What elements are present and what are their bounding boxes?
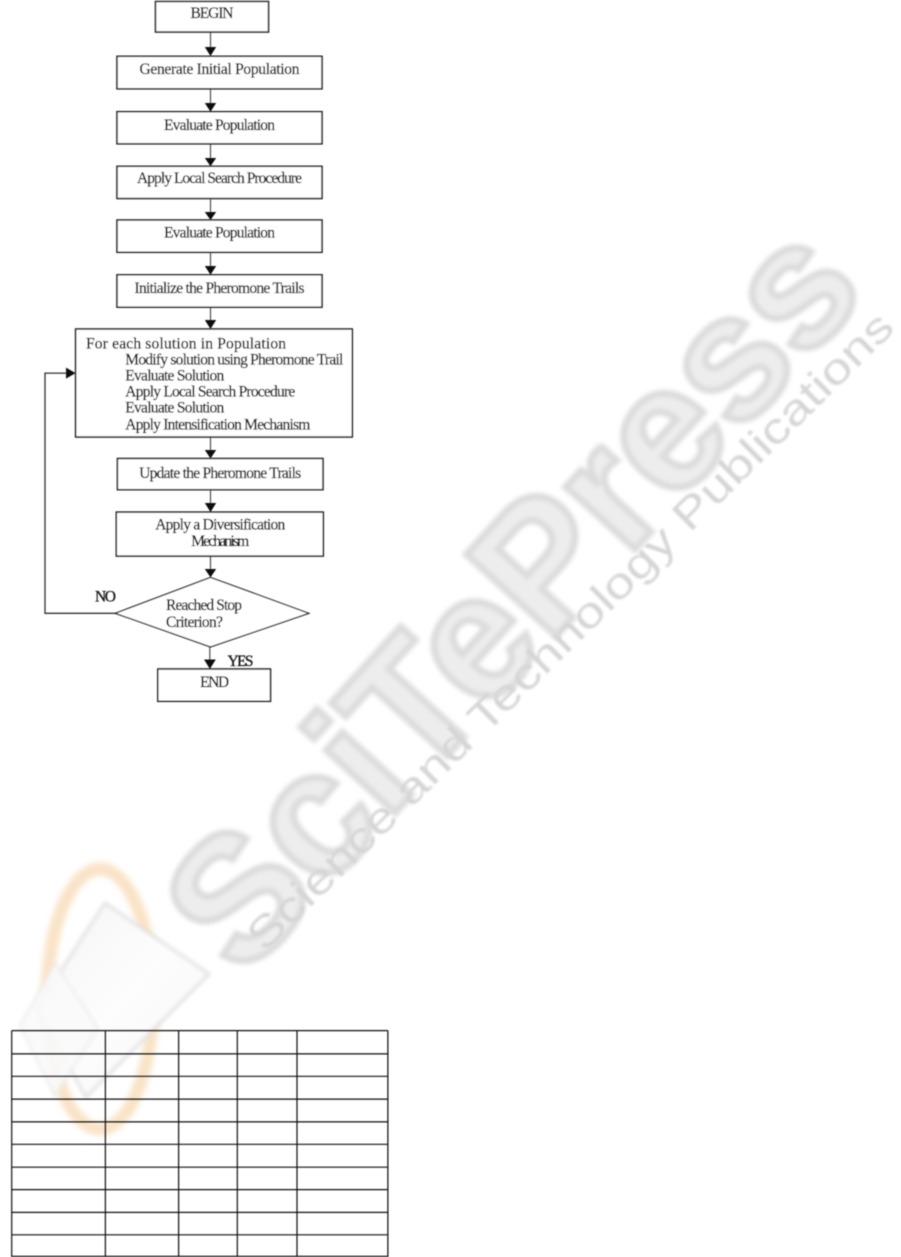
svg-text:Initialize the Pheromone Trail: Initialize the Pheromone Trails bbox=[135, 280, 305, 297]
svg-text:Evaluate Population: Evaluate Population bbox=[164, 224, 275, 241]
svg-text:NO: NO bbox=[95, 589, 116, 606]
svg-text:Mechanism: Mechanism bbox=[191, 533, 249, 550]
svg-text:Generate Initial Population: Generate Initial Population bbox=[140, 61, 300, 78]
svg-text:Apply Intensification Mechanis: Apply Intensification Mechanism bbox=[125, 416, 310, 433]
svg-text:BEGIN: BEGIN bbox=[191, 5, 234, 22]
svg-text:Reached Stop: Reached Stop bbox=[166, 597, 242, 614]
svg-text:Criterion?: Criterion? bbox=[166, 614, 223, 631]
svg-text:END: END bbox=[200, 674, 229, 691]
svg-text:Modify solution using Pheromon: Modify solution using Pheromone Trail bbox=[125, 351, 343, 368]
svg-text:Apply Local Search Procedure: Apply Local Search Procedure bbox=[125, 383, 295, 400]
svg-text:Apply a Diversification: Apply a Diversification bbox=[155, 517, 285, 534]
svg-text:Evaluate Solution: Evaluate Solution bbox=[125, 400, 224, 417]
svg-text:For each solution in Populatio: For each solution in Population bbox=[86, 336, 286, 353]
svg-text:Evaluate Solution: Evaluate Solution bbox=[125, 367, 224, 384]
svg-text:YES: YES bbox=[228, 653, 254, 670]
svg-text:Evaluate Population: Evaluate Population bbox=[164, 117, 275, 134]
svg-text:Apply Local Search Procedure: Apply Local Search Procedure bbox=[137, 170, 302, 187]
svg-text:Update the Pheromone Trails: Update the Pheromone Trails bbox=[139, 465, 301, 482]
